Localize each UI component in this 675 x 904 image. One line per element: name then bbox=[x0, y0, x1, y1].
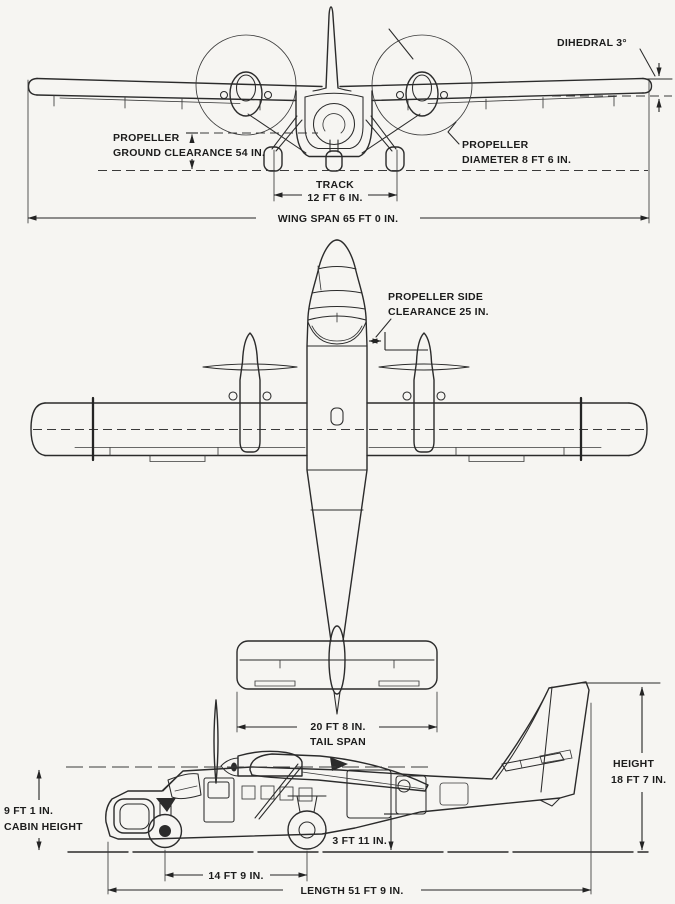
propeller-ground-clearance-line2: GROUND CLEARANCE 54 IN. bbox=[113, 147, 265, 159]
propeller-diameter-line2: DIAMETER 8 FT 6 IN. bbox=[462, 154, 571, 166]
wing-top bbox=[30, 396, 648, 471]
overall-length-dimension: LENGTH 51 FT 9 IN. bbox=[107, 702, 592, 897]
dihedral-label: DIHEDRAL 3° bbox=[557, 37, 627, 49]
tail-span-dimension: 20 FT 8 IN. TAIL SPAN bbox=[236, 691, 438, 748]
cargo-doors-side bbox=[346, 769, 469, 819]
main-wheel-side bbox=[287, 810, 327, 850]
main-wheel-left-front bbox=[263, 146, 283, 172]
tail-span-line1: 20 FT 8 IN. bbox=[310, 721, 365, 733]
propeller-diameter-line1: PROPELLER bbox=[462, 139, 529, 151]
engine-nacelle-right-front bbox=[395, 71, 449, 117]
propeller-disc-left bbox=[195, 34, 297, 136]
engine-nacelle-right-top bbox=[378, 332, 470, 453]
escape-hatch-top bbox=[330, 407, 344, 426]
landing-gear-front bbox=[247, 113, 421, 172]
height-line1: HEIGHT bbox=[613, 758, 655, 770]
rear-clearance-dimension: 3 FT 11 IN. bbox=[332, 813, 399, 851]
wing-strut-side bbox=[254, 763, 303, 820]
wing-span-label: WING SPAN 65 FT 0 IN. bbox=[278, 213, 399, 225]
landing-gear-side bbox=[147, 795, 327, 850]
wheel-base-dimension: 14 FT 9 IN. bbox=[164, 849, 308, 882]
nose-side bbox=[113, 770, 202, 834]
wing-front bbox=[27, 77, 653, 111]
vertical-fin-front bbox=[312, 6, 352, 92]
main-wheel-right-front bbox=[385, 146, 405, 172]
propeller-diameter-callout: PROPELLER DIAMETER 8 FT 6 IN. bbox=[388, 28, 571, 166]
fin-top bbox=[328, 625, 346, 695]
track-line1: TRACK bbox=[316, 179, 354, 191]
tail-side bbox=[495, 686, 573, 807]
propeller-disc-right bbox=[371, 34, 473, 136]
overall-height-dimension: HEIGHT 18 FT 7 IN. bbox=[579, 682, 666, 851]
propeller-ground-clearance-dimension: PROPELLER GROUND CLEARANCE 54 IN. bbox=[113, 132, 318, 170]
tail-span-line2: TAIL SPAN bbox=[310, 736, 366, 748]
wheel-base-label: 14 FT 9 IN. bbox=[208, 870, 263, 882]
side-view: 9 FT 1 IN. CABIN HEIGHT HEIGHT 18 FT 7 I… bbox=[4, 681, 666, 897]
track-dimension: TRACK 12 FT 6 IN. bbox=[273, 149, 398, 204]
propeller-side-clearance-dimension: PROPELLER SIDE CLEARANCE 25 IN. bbox=[368, 291, 489, 351]
fuselage-front bbox=[295, 90, 373, 158]
cabin-windows-side bbox=[203, 777, 313, 823]
front-view: DIHEDRAL 3° PROPELLER GROUND CLEARANCE 5… bbox=[27, 6, 673, 225]
wing-side bbox=[249, 753, 429, 820]
propeller-ground-clearance-line1: PROPELLER bbox=[113, 132, 180, 144]
dihedral-dimension: DIHEDRAL 3° bbox=[552, 37, 673, 112]
propeller-side-clearance-line2: CLEARANCE 25 IN. bbox=[388, 306, 489, 318]
rear-clearance-label: 3 FT 11 IN. bbox=[332, 835, 387, 847]
height-line2: 18 FT 7 IN. bbox=[611, 774, 666, 786]
nose-wheel-front bbox=[325, 150, 343, 172]
cabin-height-dimension: 9 FT 1 IN. CABIN HEIGHT bbox=[4, 766, 428, 851]
engine-nacelle-side bbox=[237, 750, 348, 777]
track-line2: 12 FT 6 IN. bbox=[307, 192, 362, 204]
cabin-height-line1: 9 FT 1 IN. bbox=[4, 805, 53, 817]
engine-nacelle-left-top bbox=[202, 332, 298, 453]
overall-length-label: LENGTH 51 FT 9 IN. bbox=[300, 885, 403, 897]
propeller-side-clearance-line1: PROPELLER SIDE bbox=[388, 291, 483, 303]
cabin-height-line2: CABIN HEIGHT bbox=[4, 821, 83, 833]
wing-span-dimension: WING SPAN 65 FT 0 IN. bbox=[27, 79, 650, 225]
tailplane-top bbox=[236, 625, 438, 715]
top-view: PROPELLER SIDE CLEARANCE 25 IN. 20 FT 8 … bbox=[30, 239, 648, 748]
engine-nacelle-left-front bbox=[219, 71, 273, 117]
nose-wheel-side bbox=[147, 813, 183, 849]
fuselage-top bbox=[306, 239, 368, 642]
propeller-side bbox=[213, 699, 239, 784]
